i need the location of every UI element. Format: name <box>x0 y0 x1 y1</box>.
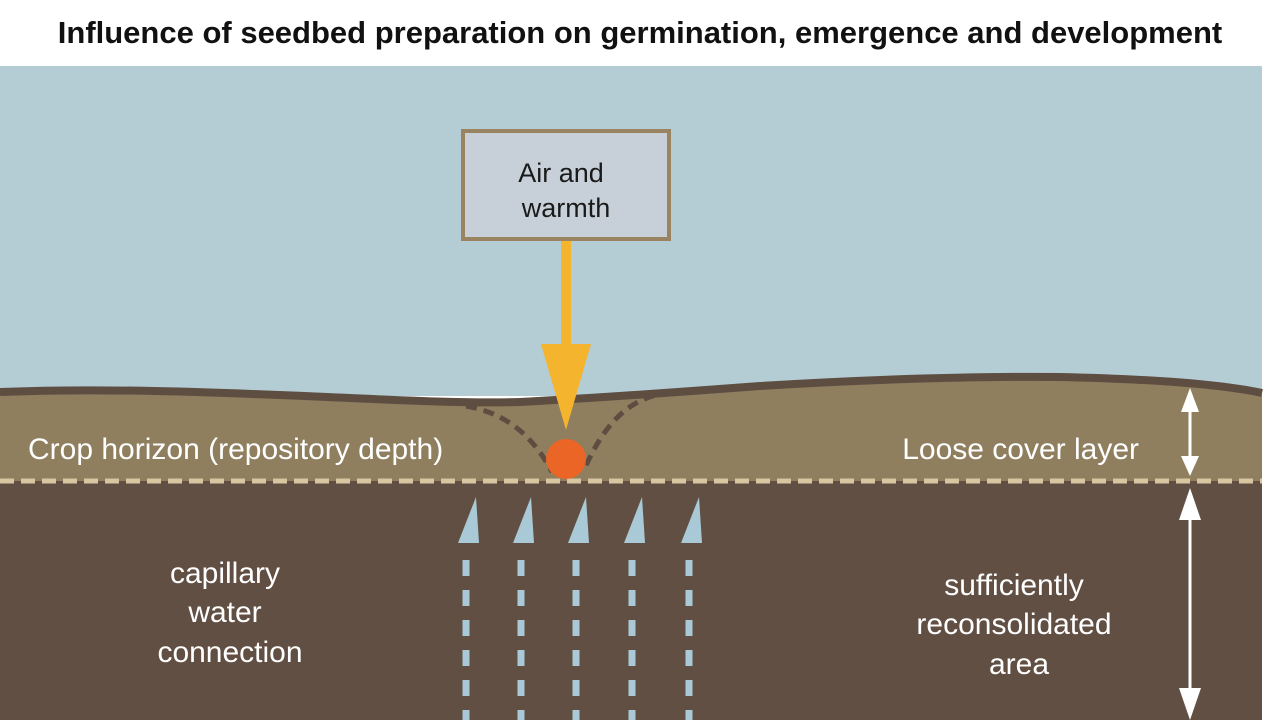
up-arrow-icon <box>568 497 589 720</box>
air-warmth-box <box>461 129 671 241</box>
capillary-label-line1: capillary <box>170 557 280 590</box>
seed-icon <box>546 439 586 479</box>
up-arrow-icon <box>624 497 645 720</box>
loose-cover-label: Loose cover layer <box>902 433 1139 466</box>
crop-horizon-label: Crop horizon (repository depth) <box>28 433 443 466</box>
topsoil-layer <box>0 376 1262 482</box>
reconsolidated-label-line2: reconsolidated <box>916 608 1111 641</box>
air-warmth-line1: Air and <box>518 158 604 188</box>
capillary-label-line2: water <box>187 596 261 629</box>
furrow-left-curve <box>465 403 555 474</box>
up-arrow-icon <box>681 497 702 720</box>
soil-surface-line <box>0 372 1263 407</box>
capillary-label-line3: connection <box>157 636 302 669</box>
double-arrow-icon <box>1181 388 1199 476</box>
right-margin <box>1262 66 1280 720</box>
double-arrow-icon <box>1179 488 1201 720</box>
capillary-arrows-group <box>458 497 702 720</box>
reconsolidated-label-line1: sufficiently <box>944 569 1084 602</box>
seedbed-diagram: Air and warmth Crop horizon (repository … <box>0 66 1280 720</box>
furrow-right-curve <box>581 389 673 471</box>
down-arrow-icon <box>541 241 591 430</box>
air-warmth-line2: warmth <box>521 193 611 223</box>
reconsolidated-label-line3: area <box>989 648 1049 681</box>
diagram-title: Influence of seedbed preparation on germ… <box>57 15 1223 50</box>
up-arrow-icon <box>458 497 479 720</box>
up-arrow-icon <box>513 497 534 720</box>
